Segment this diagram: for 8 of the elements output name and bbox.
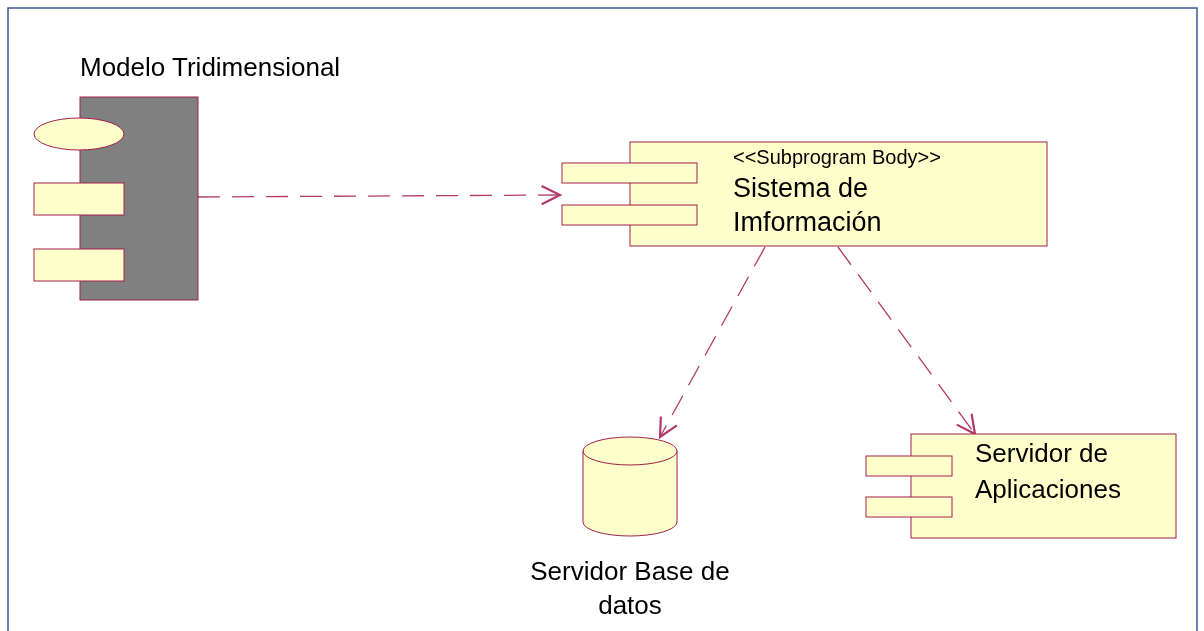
stereotype-label: <<Subprogram Body>> (733, 145, 942, 169)
component-name: Servidor de Aplicaciones (975, 437, 1122, 506)
component-name: Modelo Tridimensional (80, 52, 341, 83)
dependency-arrow (658, 246, 766, 439)
node-caption: Servidor Base de datos (529, 555, 731, 622)
dependency-arrow (837, 246, 977, 436)
dependency-arrow (197, 184, 562, 206)
component-name: Sistema de Imformación (733, 172, 883, 239)
